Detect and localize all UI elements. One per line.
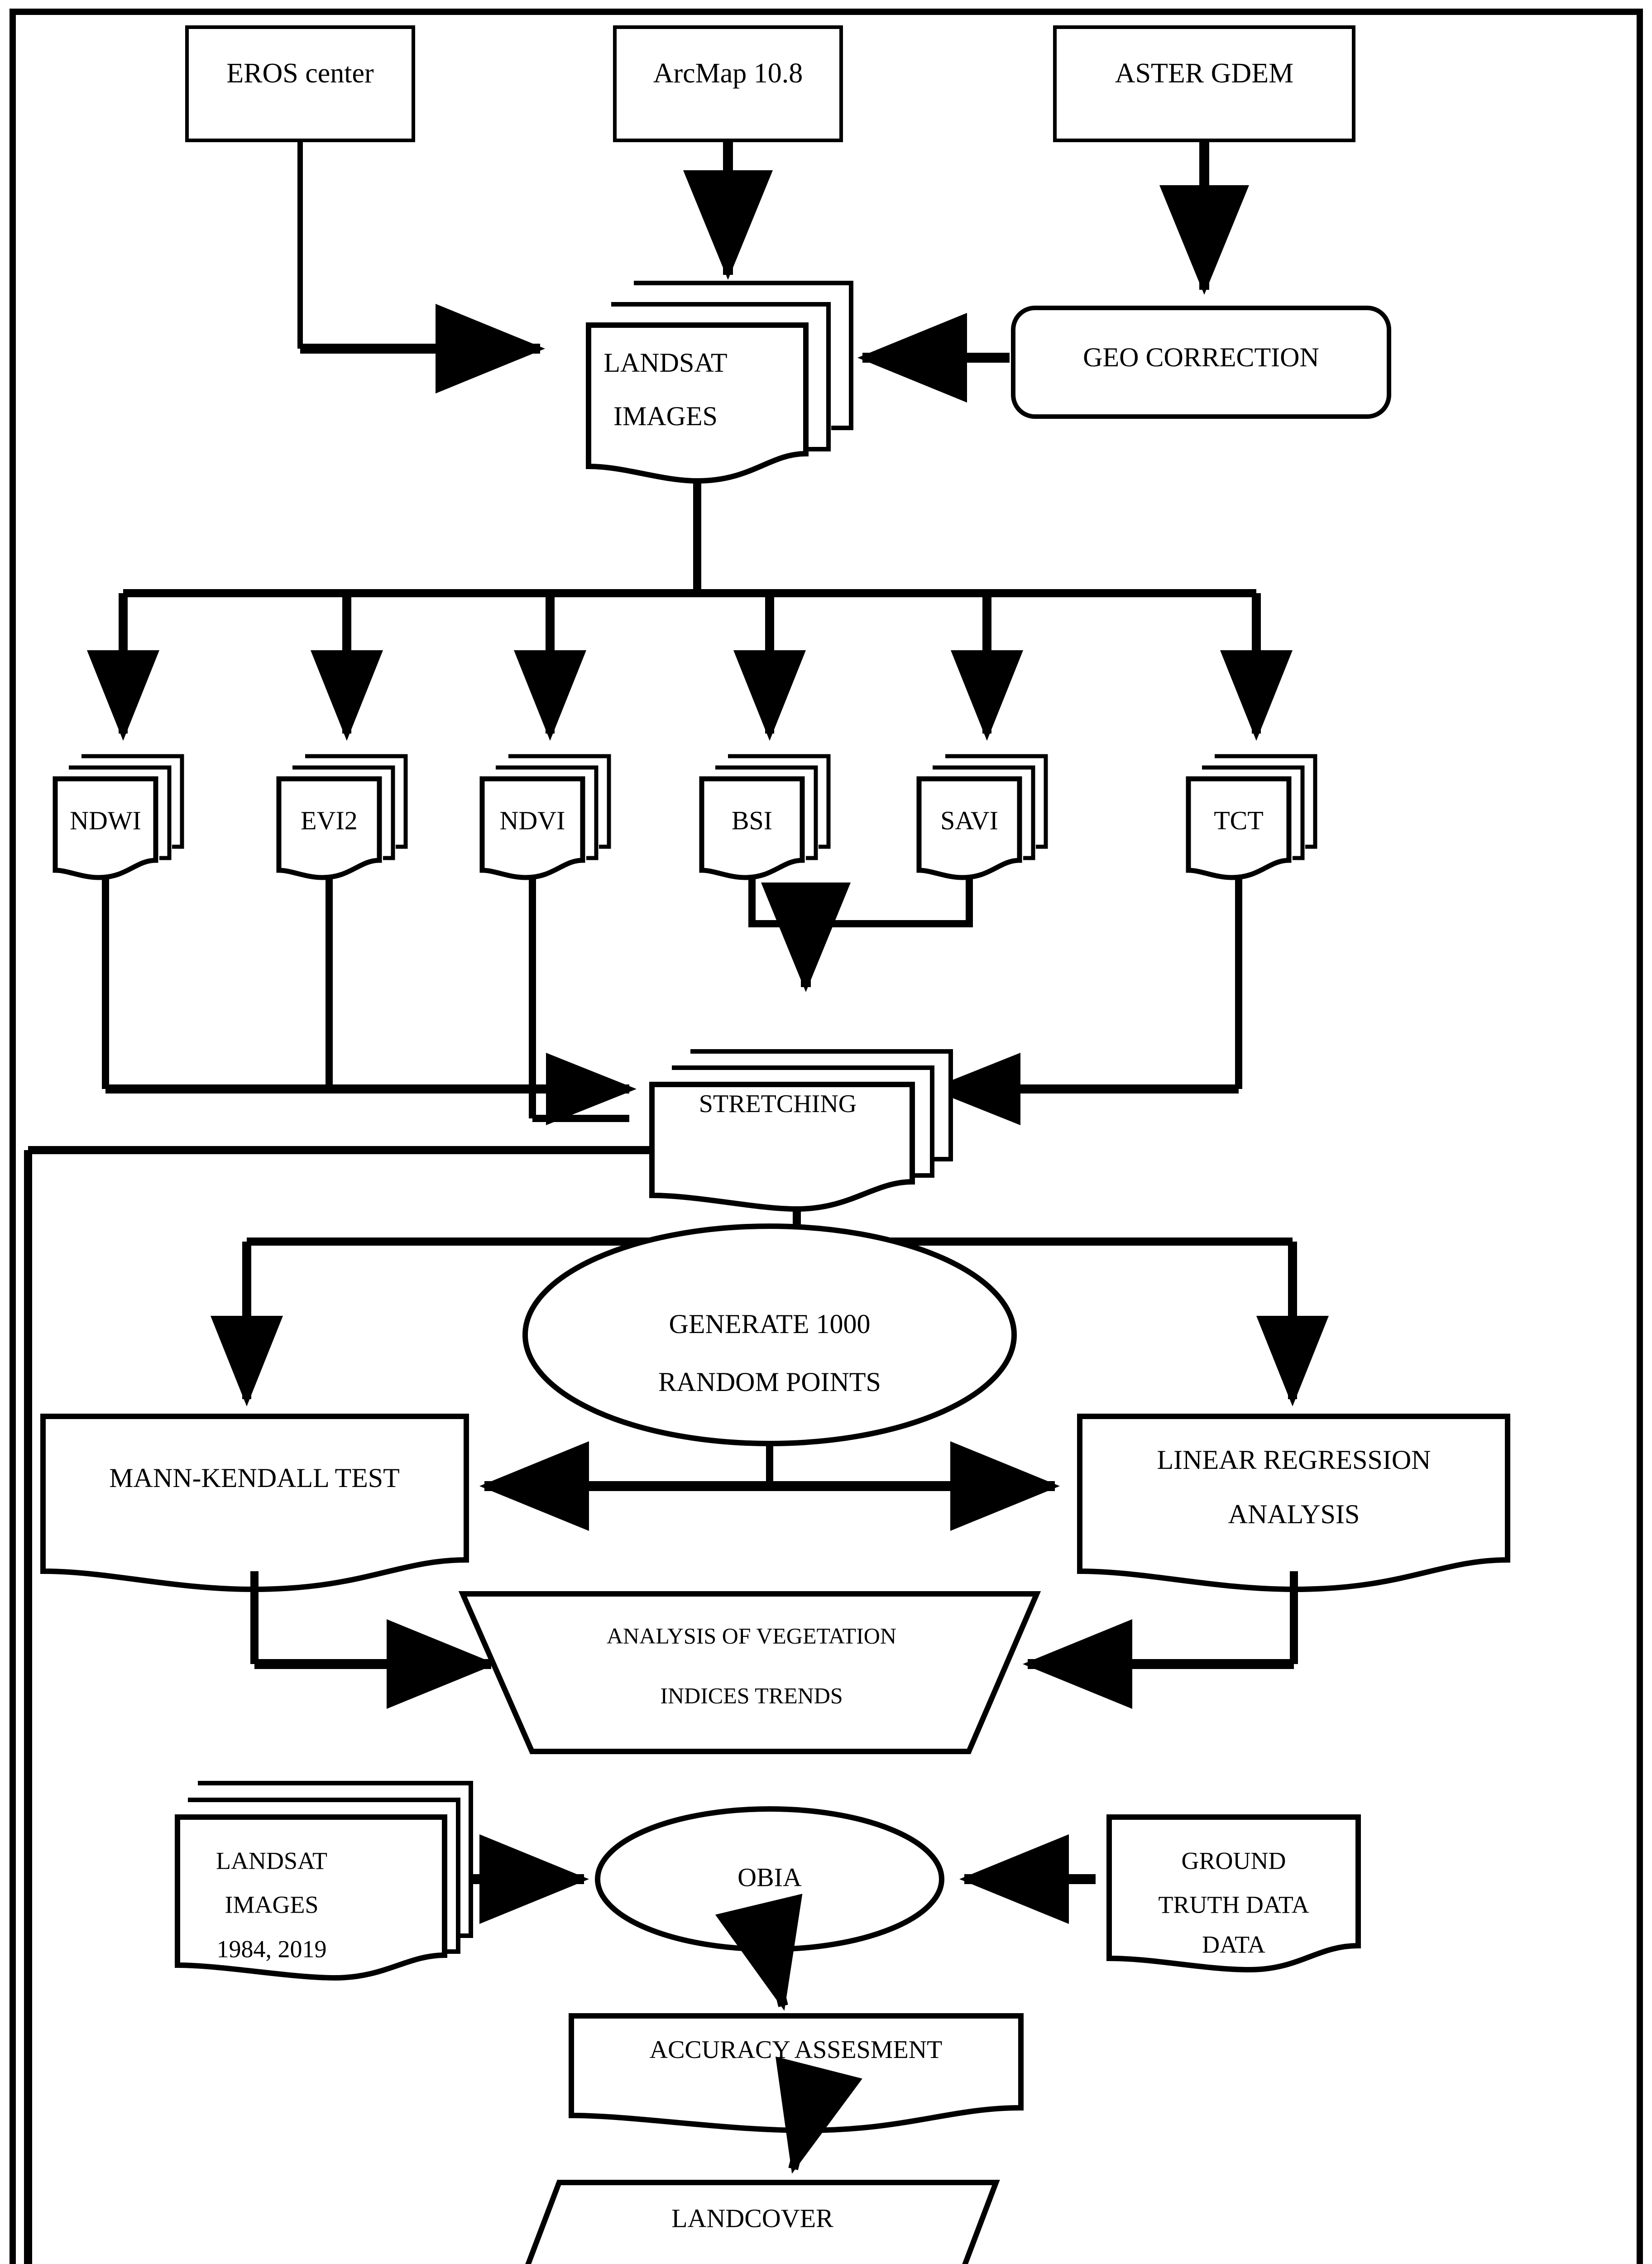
landcover-parallelogram (525, 2180, 1000, 2264)
bsi-label: BSI (732, 806, 772, 835)
node-savi[interactable]: SAVI (916, 754, 1048, 880)
ground-truth-line1: GROUND (1181, 1847, 1286, 1874)
node-landsat-1984-2019[interactable]: LANDSAT IMAGES 1984, 2019 (175, 1781, 473, 1981)
aster-gdem-box (1053, 25, 1355, 142)
node-stretching[interactable]: STRETCHING (649, 1049, 953, 1212)
savi-sheet-front (916, 776, 1022, 880)
node-generate-random-points[interactable]: GENERATE 1000 RANDOM POINTS (522, 1223, 1017, 1446)
bsi-sheet-front (699, 776, 805, 880)
node-ndwi[interactable]: NDWI (53, 754, 184, 880)
ground-truth-shape (1106, 1814, 1361, 1973)
landcover-line2: MAPS 1984, 2019 (654, 2260, 850, 2264)
node-landcover-maps[interactable]: LANDCOVER MAPS 1984, 2019 (509, 2180, 1000, 2264)
landcover-line1: LANDCOVER (671, 2203, 833, 2233)
ndvi-label: NDVI (500, 806, 565, 835)
linear-regression-line2: ANALYSIS (1228, 1499, 1360, 1529)
node-bsi[interactable]: BSI (699, 754, 831, 880)
tct-sheet-front (1186, 776, 1292, 880)
node-ndvi[interactable]: NDVI (479, 754, 611, 880)
node-obia[interactable]: OBIA (595, 1806, 944, 1952)
edge-bsi-savi-merge (748, 878, 973, 927)
eros-center-label: EROS center (226, 58, 374, 89)
random-points-line2: RANDOM POINTS (658, 1367, 881, 1397)
random-points-line1: GENERATE 1000 (669, 1309, 871, 1339)
node-accuracy-assesment[interactable]: ACCURACY ASSESMENT (569, 2013, 1024, 2134)
stretching-label: STRETCHING (699, 1090, 857, 1118)
savi-label: SAVI (940, 806, 998, 835)
obia-label: OBIA (737, 1862, 802, 1892)
mann-kendall-shape (40, 1414, 469, 1592)
node-aster-gdem[interactable]: ASTER GDEM (1053, 25, 1355, 142)
landsat1984-line3: 1984, 2019 (217, 1935, 327, 1962)
evi2-label: EVI2 (301, 806, 358, 835)
ground-truth-line2: TRUTH DATA (1158, 1891, 1309, 1918)
landsat1984-sheet-front (175, 1814, 447, 1981)
node-landsat-images[interactable]: LANDSAT IMAGES (586, 281, 853, 484)
node-veg-trends[interactable]: ANALYSIS OF VEGETATION INDICES TRENDS (458, 1591, 1041, 1754)
node-arcmap[interactable]: ArcMap 10.8 (613, 25, 843, 142)
landsat-images-line1: LANDSAT (603, 348, 727, 378)
evi2-sheet-front (276, 776, 382, 880)
veg-trends-line2: INDICES TRENDS (660, 1683, 843, 1708)
accuracy-label: ACCURACY ASSESMENT (650, 2036, 943, 2064)
tct-label: TCT (1214, 806, 1264, 835)
landsat-images-line2: IMAGES (613, 401, 718, 431)
outer-border (10, 9, 1643, 2264)
arcmap-label: ArcMap 10.8 (653, 58, 803, 89)
node-eros-center[interactable]: EROS center (185, 25, 415, 142)
mann-kendall-label: MANN-KENDALL TEST (109, 1463, 400, 1493)
node-ground-truth[interactable]: GROUND TRUTH DATA DATA (1106, 1814, 1361, 1973)
aster-gdem-label: ASTER GDEM (1115, 58, 1293, 89)
ground-truth-line3: DATA (1202, 1931, 1265, 1958)
landsat1984-line1: LANDSAT (216, 1847, 327, 1874)
veg-trends-trapezoid (458, 1591, 1041, 1754)
geo-correction-box (1011, 306, 1391, 419)
accuracy-shape (569, 2013, 1024, 2134)
veg-trends-line1: ANALYSIS OF VEGETATION (607, 1623, 896, 1648)
node-tct[interactable]: TCT (1186, 754, 1317, 880)
node-evi2[interactable]: EVI2 (276, 754, 408, 880)
eros-center-box (185, 25, 415, 142)
linear-regression-line1: LINEAR REGRESSION (1157, 1445, 1431, 1475)
landsat-images-sheet-front (586, 322, 809, 484)
node-linear-regression[interactable]: LINEAR REGRESSION ANALYSIS (1077, 1414, 1510, 1592)
ndwi-label: NDWI (70, 806, 141, 835)
node-geo-correction[interactable]: GEO CORRECTION (1011, 306, 1391, 419)
landsat1984-line2: IMAGES (225, 1891, 318, 1918)
geo-correction-label: GEO CORRECTION (1083, 342, 1319, 372)
node-mann-kendall[interactable]: MANN-KENDALL TEST (40, 1414, 469, 1592)
ndwi-sheet-front (53, 776, 158, 880)
ndvi-sheet-front (479, 776, 585, 880)
edge-accuracy-to-landcover (775, 2056, 862, 2174)
edge-obia-to-accuracy (715, 1894, 803, 2011)
